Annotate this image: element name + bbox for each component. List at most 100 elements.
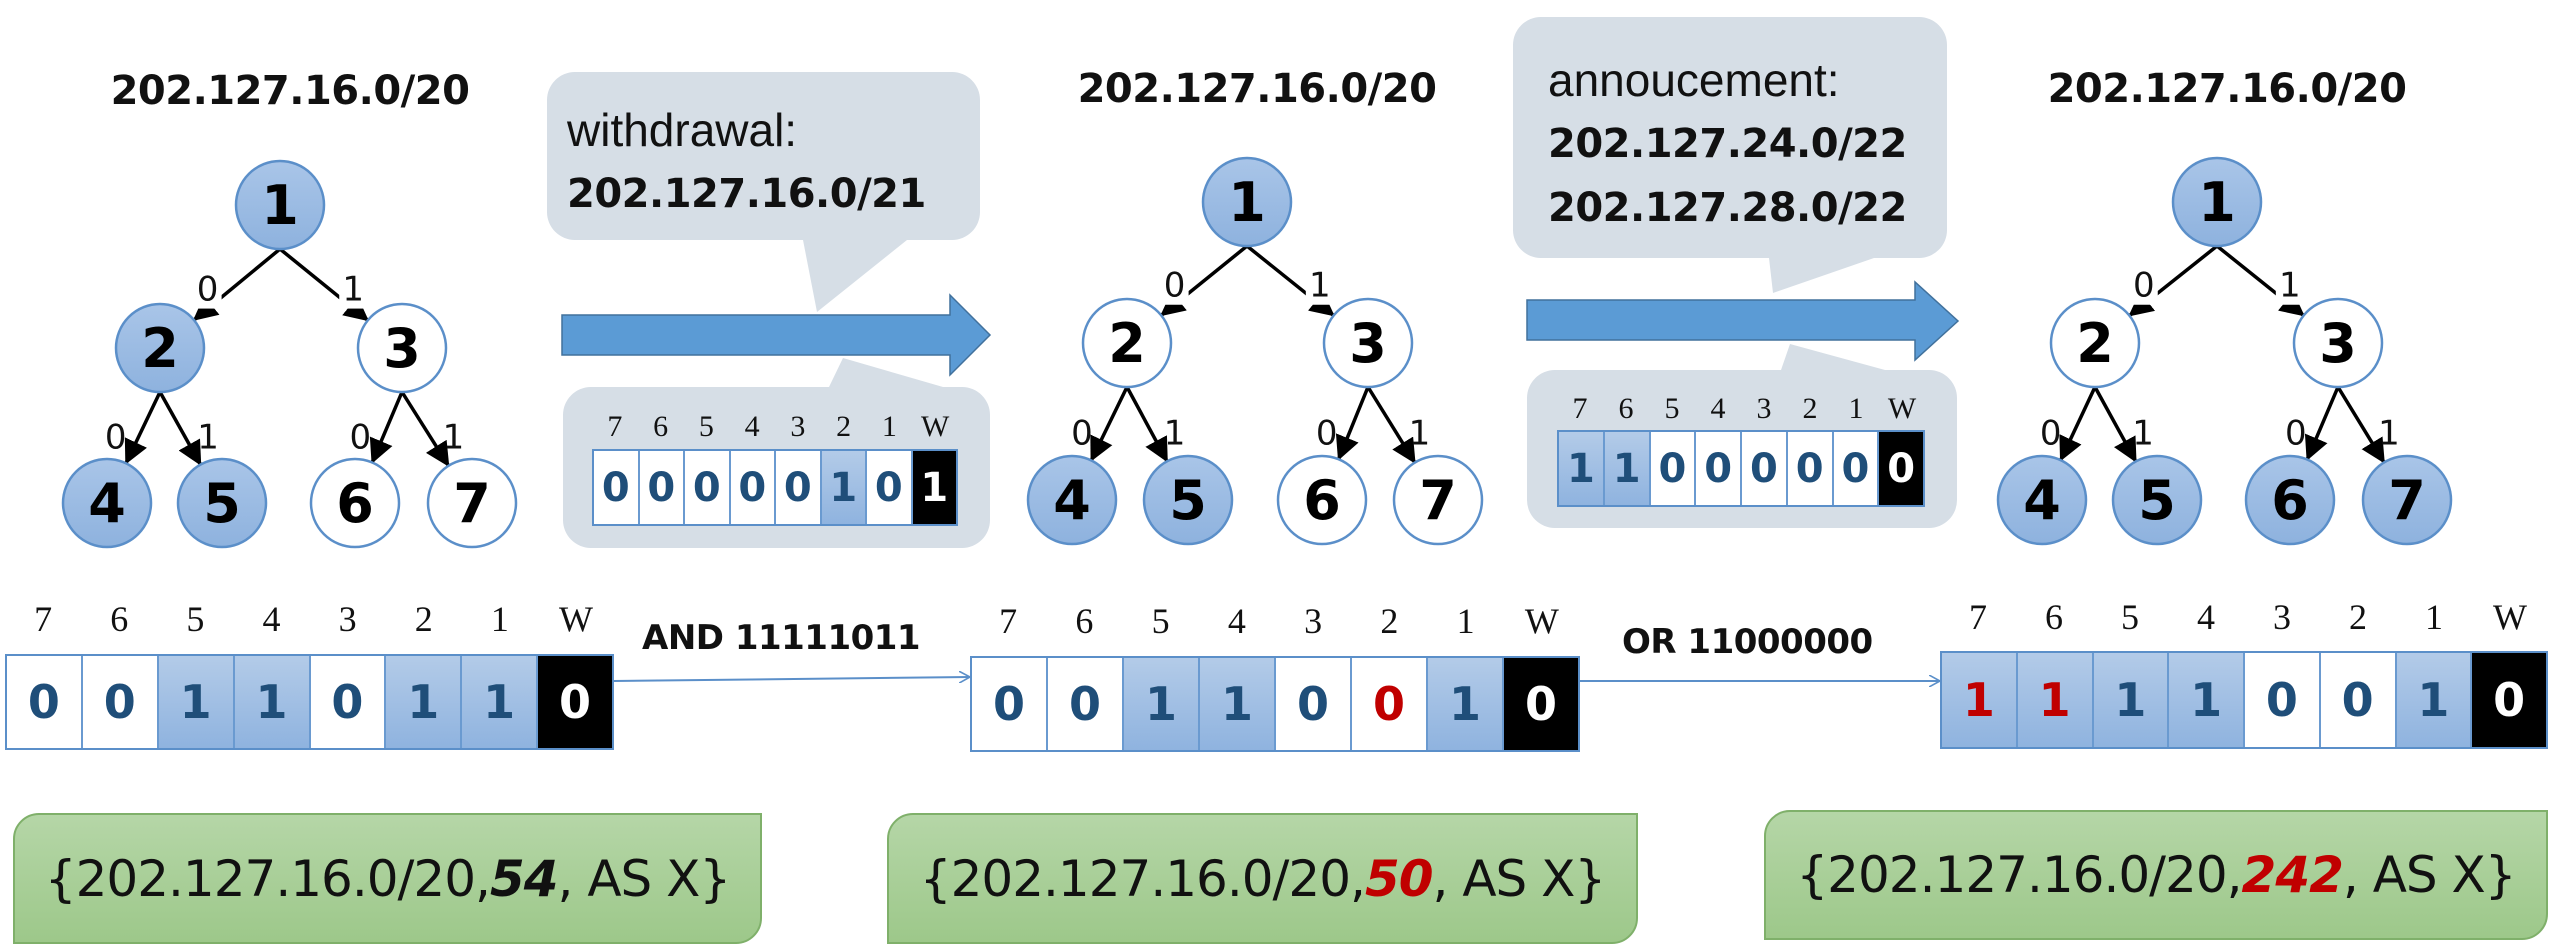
tree-node-5	[1142, 454, 1234, 546]
edge-label-background	[193, 272, 222, 309]
edge-label-background	[1305, 268, 1334, 305]
entry-prefix: {202.127.16.0/20,	[44, 849, 491, 908]
bitmap-bit: 1	[234, 656, 311, 748]
tree-node-label: 2	[141, 317, 179, 380]
bitmap-bit: 1	[1604, 432, 1651, 505]
tree-node-4	[1996, 454, 2088, 546]
bit-position-label: 2	[1380, 601, 1399, 641]
edge-label: 1	[2279, 266, 2301, 306]
tree-edge	[158, 391, 202, 466]
bitmap-bit: 0	[1352, 658, 1428, 750]
announcement-prefix-2: 202.127.28.0/22	[1548, 185, 1907, 231]
bit-position-label: 7	[1572, 392, 1588, 425]
bitmap-bit: 1	[2396, 653, 2473, 747]
entry-bitmap-value: 242	[2241, 846, 2344, 904]
bit-position-label: 2	[414, 599, 433, 639]
tree-node-6	[309, 457, 401, 549]
entry-origin: , AS X}	[2342, 846, 2517, 904]
withdrawn-flag-bit: 0	[538, 656, 612, 748]
bit-position-label: 4	[2197, 597, 2215, 637]
entry-prefix: {202.127.16.0/20,	[919, 849, 1366, 908]
bitmap-bit: 1	[1942, 653, 2018, 747]
tree-node-label: 4	[2023, 469, 2061, 532]
announcement-callout	[1513, 17, 1947, 293]
bit-position-label: 1	[490, 599, 509, 639]
tree-node-label: 2	[1108, 312, 1146, 375]
bitmap-bit: 0	[2245, 653, 2321, 747]
tree-node-label: 5	[2138, 469, 2176, 532]
bit-position-label: 2	[1802, 392, 1818, 425]
bit-position-label: 7	[999, 601, 1018, 641]
tree-node-1	[234, 159, 326, 251]
bit-position-label: 6	[653, 410, 669, 443]
announcement-prefix-1: 202.127.24.0/22	[1548, 121, 1907, 167]
edge-label: 0	[105, 418, 127, 458]
bit-position-label: 7	[607, 410, 623, 443]
withdrawn-flag-bit: 1	[912, 451, 956, 524]
edge-label-background	[339, 272, 368, 309]
tree-title-initial: 202.127.16.0/20	[110, 68, 470, 114]
edge-label: 1	[1309, 266, 1331, 306]
tree-edge	[400, 391, 450, 468]
tree-node-label: 3	[2319, 312, 2357, 375]
tree-edge	[1125, 386, 1169, 463]
tree-node-5	[2111, 454, 2203, 546]
entry-origin: , AS X}	[1432, 849, 1607, 908]
bitmap-bit: 1	[2169, 653, 2245, 747]
tree-node-1	[1201, 156, 1293, 248]
bitmap-bit: 0	[82, 656, 159, 748]
tree-node-7	[2361, 454, 2453, 546]
tree-node-label: 1	[2198, 171, 2236, 234]
bitmap-bit: 1	[462, 656, 539, 748]
edge-label: 0	[197, 270, 219, 310]
bitmap-bit: 0	[972, 658, 1048, 750]
bit-position-label: 5	[186, 599, 205, 639]
route-entry-initial: {202.127.16.0/20, 54, AS X}	[13, 813, 762, 944]
tree-edge	[2059, 386, 2097, 462]
bit-position-label: 3	[2273, 597, 2291, 637]
bit-position-label: 6	[1618, 392, 1634, 425]
entry-prefix: {202.127.16.0/20,	[1796, 846, 2242, 904]
bit-position-label: 4	[262, 599, 281, 639]
edge-label: 1	[1164, 413, 1186, 453]
bitmap-bit: 0	[1696, 432, 1742, 505]
tree-node-label: 6	[1303, 469, 1341, 532]
bitmap-bit: 0	[7, 656, 83, 748]
tree-node-5	[176, 457, 268, 549]
bit-position-label: 3	[790, 410, 806, 443]
bitmap-bit: 1	[158, 656, 235, 748]
bit-position-label: W	[2493, 597, 2527, 637]
edge-label-background	[2275, 268, 2304, 305]
edge-label: 1	[342, 270, 364, 310]
tree-node-label: 1	[261, 174, 299, 237]
tree-node-label: 7	[1419, 469, 1457, 532]
tree-edge	[369, 391, 404, 464]
edge-label: 0	[349, 418, 371, 458]
bitmap-bit: 0	[1742, 432, 1788, 505]
bit-position-label: 1	[881, 410, 897, 443]
bitmap-bit: 0	[730, 451, 776, 524]
tree-edge	[2336, 386, 2386, 464]
edge-label: 0	[2285, 413, 2307, 453]
bit-position-label: 5	[698, 410, 714, 443]
bitmap-bit: 0	[1787, 432, 1834, 505]
edge-label: 0	[2040, 413, 2062, 453]
tree-node-2	[2049, 297, 2141, 389]
tree-node-7	[1392, 454, 1484, 546]
edge-label: 1	[443, 418, 465, 458]
bitmap-bit: 0	[1048, 658, 1124, 750]
tree-node-label: 2	[2076, 312, 2114, 375]
edge-label: 0	[1071, 413, 1093, 453]
bit-position-label: 3	[1304, 601, 1323, 641]
bitmap-bit: 1	[821, 451, 867, 524]
tree-edge	[124, 391, 162, 465]
tree-edge	[2304, 386, 2340, 461]
tree-node-3	[2292, 297, 2384, 389]
entry-origin: , AS X}	[557, 849, 732, 908]
bitmap-bit: 0	[594, 451, 640, 524]
